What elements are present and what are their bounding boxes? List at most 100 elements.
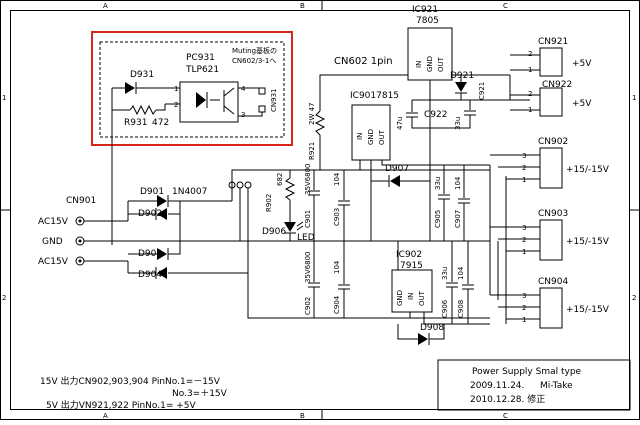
cn904-output: +15/-15V — [566, 305, 610, 315]
optocoupler-body — [179, 81, 239, 123]
ic921-type: 7805 — [416, 16, 439, 26]
cn931-label: CN931 — [270, 89, 278, 113]
ic9017815-label: IC9017815 — [350, 91, 399, 101]
c903-value: 104 — [333, 172, 341, 186]
opto-pin1: 1 — [174, 85, 178, 93]
cn921-output: +5V — [572, 59, 592, 69]
opto-led-symbol — [196, 92, 206, 108]
note-line-1: 15V 出力CN902,903,904 PinNo.1=－15V — [40, 375, 221, 387]
c902-label: C902 — [304, 297, 312, 315]
ic921-in: IN — [415, 61, 423, 68]
c907-label: C907 — [454, 210, 462, 228]
col-label-a-top: A — [103, 2, 108, 10]
cn903-label: CN903 — [538, 209, 568, 219]
ic9017815-in: IN — [356, 133, 364, 140]
r902-resistor — [284, 177, 296, 201]
cn904-pin2: 2 — [522, 304, 526, 312]
c907-value: 104 — [454, 176, 462, 190]
cn931-pin1 — [258, 87, 266, 95]
c922-label: C922 — [424, 110, 447, 120]
ic9017815-body — [351, 104, 391, 161]
opto-pin4: 4 — [241, 85, 246, 93]
cn922-pin2: 2 — [528, 90, 532, 98]
row-label-1-left: 1 — [2, 94, 6, 102]
cn921-label: CN921 — [538, 37, 568, 47]
c904-value: 104 — [333, 260, 341, 274]
d906-label: D906 — [262, 227, 286, 237]
c903-label: C903 — [333, 208, 341, 226]
c901-value: 35V6800 — [304, 163, 312, 195]
d907-label: D907 — [385, 164, 409, 174]
cn922-body — [539, 87, 563, 117]
inner-frame — [10, 10, 630, 410]
cn904-pin3: 3 — [522, 292, 526, 300]
d931-label: D931 — [130, 70, 154, 80]
r921-resistor — [314, 110, 326, 136]
c908-value: 104 — [457, 266, 465, 280]
row-label-2-right: 2 — [632, 294, 636, 302]
row-label-2-left: 2 — [2, 294, 6, 302]
terminal-3 — [244, 181, 252, 189]
highlight-box — [91, 31, 293, 146]
cn902-pin3: 3 — [522, 152, 526, 160]
ic9017815-out: OUT — [378, 129, 386, 145]
c904-label: C904 — [333, 295, 341, 314]
d908-diode — [418, 333, 428, 345]
d901-label: D901 — [140, 187, 164, 197]
r902-label: R902 — [265, 194, 273, 212]
title-block — [437, 359, 631, 411]
d931-diode — [125, 82, 135, 94]
d908-label: D908 — [420, 323, 444, 333]
ic902-in: IN — [407, 293, 415, 300]
cn902-label: CN902 — [538, 137, 568, 147]
d903-diode — [157, 248, 167, 260]
ac15v-top-label: AC15V — [38, 217, 69, 227]
cn901-label: CN901 — [66, 196, 96, 206]
note-line-3: 5V 出力VN921,922 PinNo.1= +5V — [46, 399, 196, 411]
row-label-1-right: 1 — [632, 94, 636, 102]
cn903-pin3: 3 — [522, 224, 526, 232]
r931-resistor — [129, 104, 157, 116]
cn931-pin2 — [258, 105, 266, 113]
d906-led — [284, 222, 296, 232]
cn922-output: +5V — [572, 99, 592, 109]
ic921-gnd: GND — [426, 56, 434, 72]
cn904-pin1: 1 — [522, 316, 526, 324]
ic902-label: IC902 — [396, 250, 422, 260]
c905-label: C905 — [434, 210, 442, 228]
r931-value: 472 — [152, 118, 169, 128]
ic902-body — [391, 269, 433, 313]
cn921-pin2: 2 — [528, 50, 532, 58]
col-label-b-top: B — [300, 2, 305, 10]
c921-label: C921 — [478, 82, 486, 100]
col-label-c-bottom: C — [503, 412, 508, 420]
opto-pin2: 2 — [174, 101, 178, 109]
title-block-date2: 2010.12.28. 修正 — [470, 393, 545, 405]
gnd-label: GND — [42, 237, 63, 247]
r921-value: 2W 47 — [308, 102, 316, 125]
r921-label: R921 — [308, 142, 316, 160]
d921-label: D921 — [450, 71, 474, 81]
r931-label: R931 — [124, 118, 147, 128]
muting-line2: CN602/3-1へ — [232, 57, 276, 65]
col-label-a-bottom: A — [103, 412, 108, 420]
opto-pin3: 3 — [241, 111, 245, 119]
ic921-out: OUT — [437, 56, 445, 72]
cn903-output: +15/-15V — [566, 237, 610, 247]
cn902-pin2: 2 — [522, 164, 526, 172]
d907-diode — [390, 175, 400, 187]
col-label-c-top: C — [503, 2, 508, 10]
ac15v-bottom-label: AC15V — [38, 257, 69, 267]
ic902-out: OUT — [418, 290, 426, 306]
d901-type: 1N4007 — [172, 187, 207, 197]
ic921-label: IC921 — [412, 5, 438, 15]
cn904-body — [539, 287, 563, 329]
cn602-label: CN602 1pin — [334, 56, 393, 67]
cn904-label: CN904 — [538, 277, 568, 287]
c902-value: 35V6800 — [304, 251, 312, 283]
c922-value: 47u — [396, 117, 404, 130]
c906-value: 33u — [441, 267, 449, 280]
led-label: LED — [297, 233, 315, 243]
ic902-type: 7915 — [400, 261, 423, 271]
